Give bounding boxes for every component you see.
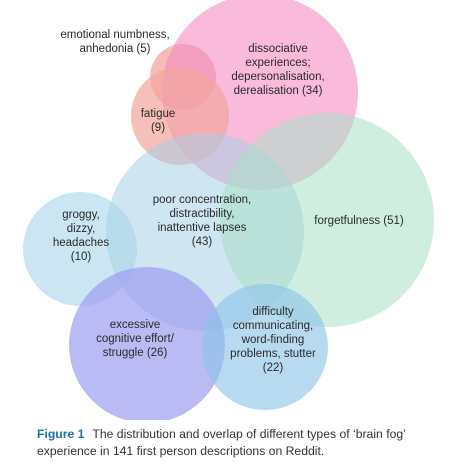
venn-label-excessive-effort: excessive cognitive effort/struggle (26) (96, 319, 175, 359)
venn-labels: emotional numbness, anhedonia (5) dissocia… (53, 29, 404, 374)
venn-label-line: difficulty (252, 306, 294, 318)
caption-figure-label: Figure 1 (37, 427, 85, 441)
venn-label-line: word-finding (241, 334, 305, 346)
venn-label-difficulty-communicating: difficulty communicating, word-finding prob… (230, 306, 316, 374)
venn-circles (23, 0, 434, 420)
venn-label-line: groggy, (62, 209, 100, 221)
venn-label-line: inattentive lapses (158, 222, 247, 234)
venn-label-line: depersonalisation, (231, 71, 324, 83)
venn-label-line: struggle (26) (103, 347, 168, 359)
venn-label-line: communicating, (233, 320, 314, 332)
venn-circle-difficulty-communicating (202, 284, 328, 410)
venn-label-line: (9) (151, 122, 165, 134)
venn-label-forgetfulness: forgetfulness (51) (314, 215, 404, 227)
caption-text: The distribution and overlap of differen… (37, 427, 406, 458)
venn-label-line: distractibility, (170, 208, 235, 220)
venn-svg: emotional numbness, anhedonia (5) dissocia… (23, 0, 434, 420)
venn-label-line: fatigue (141, 108, 176, 120)
venn-label-line: (22) (263, 362, 284, 374)
venn-circle-excessive-effort (69, 267, 225, 420)
venn-label-groggy: groggy, dizzy, headaches (10) (53, 209, 110, 263)
venn-label-line: excessive (110, 319, 161, 331)
venn-label-line: cognitive effort/ (96, 333, 175, 345)
venn-label-fatigue: fatigue (9) (141, 108, 176, 134)
venn-label-dissociative: dissociative experiences; depersonalisatio… (231, 43, 324, 97)
venn-label-line: anhedonia (5) (80, 43, 151, 55)
venn-label-line: (43) (192, 236, 213, 248)
venn-label-line: dizzy, (67, 223, 96, 235)
venn-diagram: emotional numbness, anhedonia (5) dissocia… (23, 0, 434, 420)
venn-label-line: derealisation (34) (234, 85, 323, 97)
venn-label-emotional: emotional numbness, anhedonia (5) (60, 29, 169, 55)
venn-label-line: (10) (71, 251, 92, 263)
venn-label-line: poor concentration, (153, 194, 251, 206)
venn-circle-forgetfulness (220, 113, 434, 327)
venn-label-line: problems, stutter (230, 348, 316, 360)
venn-label-line: emotional numbness, (60, 29, 169, 41)
venn-label-line: forgetfulness (51) (314, 215, 404, 227)
venn-label-line: headaches (53, 237, 110, 249)
venn-label-line: dissociative (248, 43, 307, 55)
venn-label-line: experiences; (245, 57, 310, 69)
venn-label-poor-concentration: poor concentration, distractibility, inatt… (153, 194, 251, 248)
